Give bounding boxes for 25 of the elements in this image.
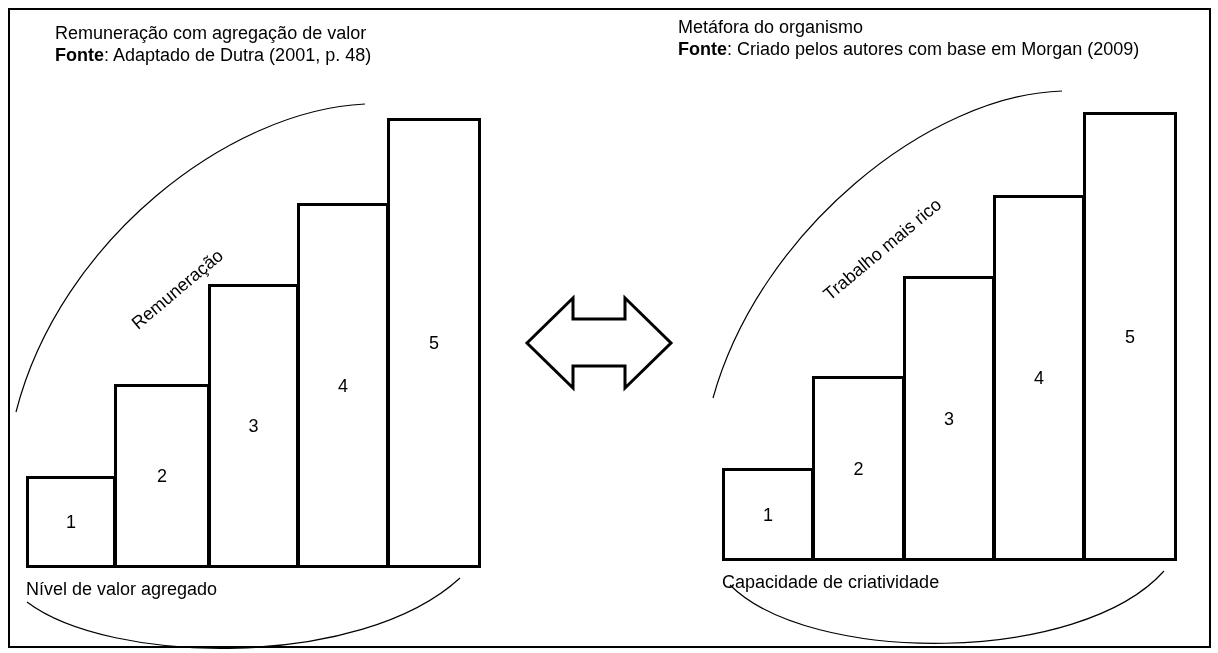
step-box — [993, 195, 1085, 561]
step-number: 5 — [429, 334, 439, 352]
figure-title: Metáfora do organismo — [678, 17, 864, 37]
step-box — [114, 384, 210, 568]
step-box — [722, 468, 814, 561]
step-number: 1 — [763, 505, 773, 524]
step-number: 2 — [157, 467, 167, 485]
step-number: 2 — [853, 459, 864, 478]
step-box — [297, 203, 389, 568]
step-number: 3 — [944, 409, 954, 428]
step-number: 4 — [338, 376, 348, 395]
step-number: 4 — [1034, 369, 1044, 387]
step-box — [812, 376, 905, 561]
axis-label: Capacidade de criatividade — [722, 572, 940, 592]
step-box — [1083, 112, 1177, 561]
step-box — [26, 476, 116, 568]
source-note: Fonte: Adaptado de Dutra (2001, p. 48) — [55, 45, 372, 65]
source-note: Fonte: Criado pelos autores com base em Morgan (2009) — [678, 39, 1140, 59]
step-number: 5 — [1125, 327, 1135, 346]
axis-label: Nível de valor agregado — [26, 579, 218, 599]
step-number: 1 — [66, 513, 76, 531]
step-box — [387, 118, 481, 568]
step-number: 3 — [248, 417, 259, 435]
figure-title: Remuneração com agregação de valor — [55, 23, 367, 43]
step-box — [903, 276, 995, 561]
